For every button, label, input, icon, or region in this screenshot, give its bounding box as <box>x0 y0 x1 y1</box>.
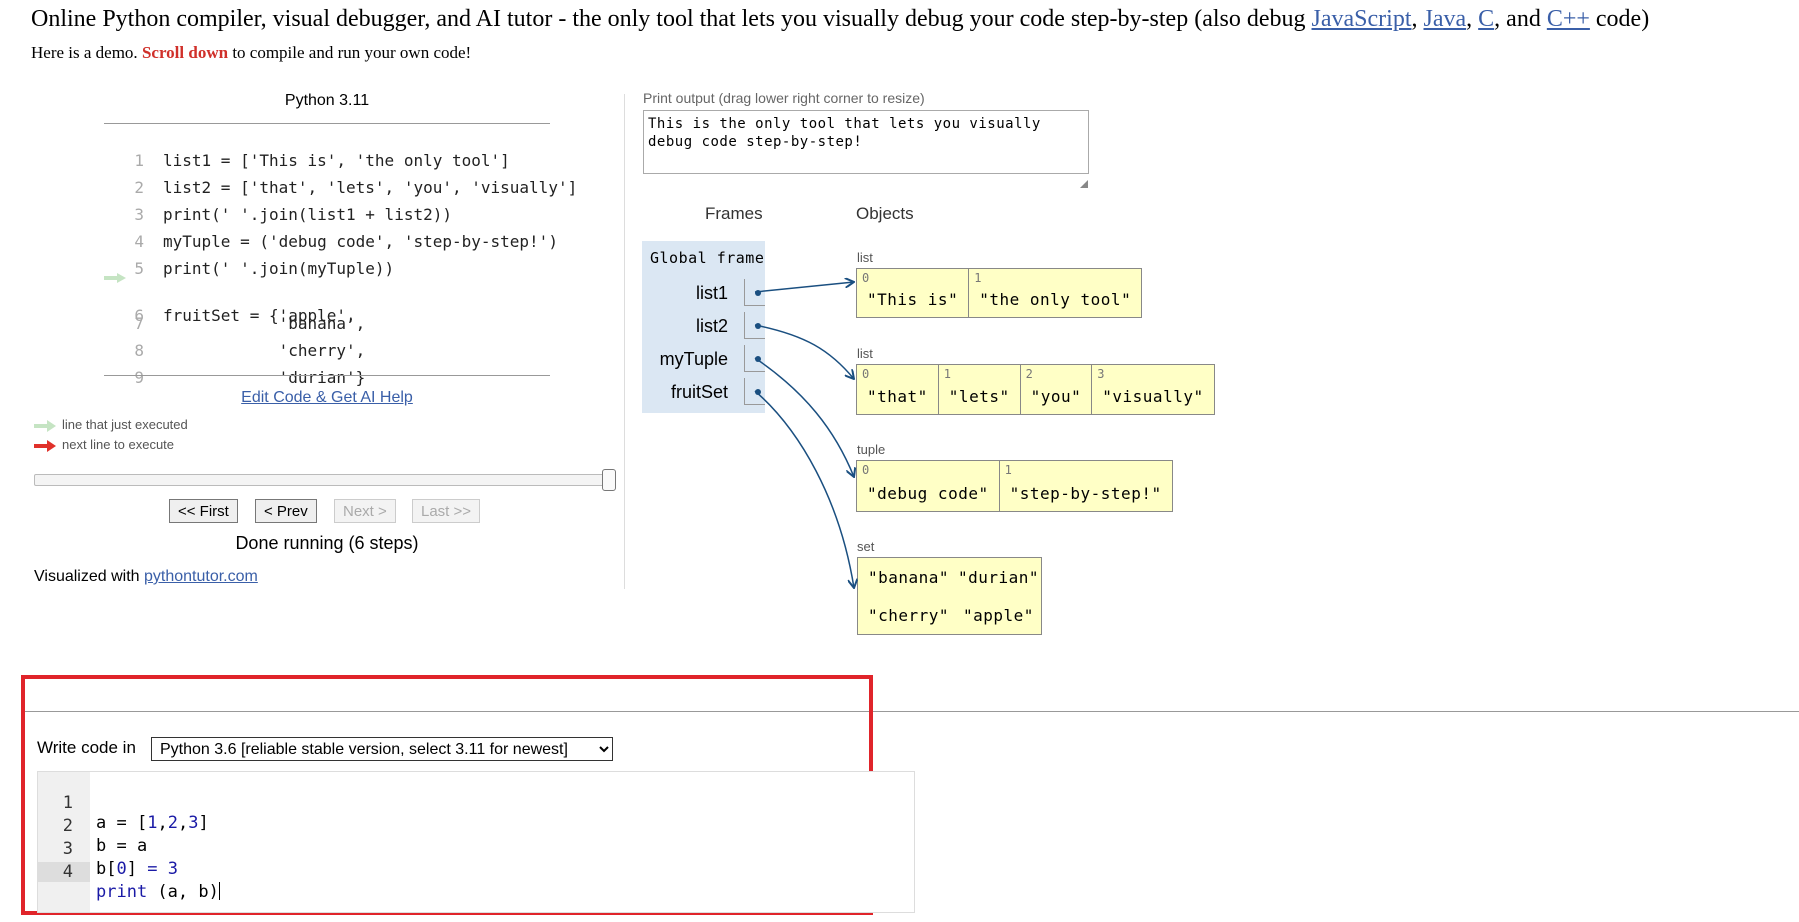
text-cursor <box>218 882 220 900</box>
link-c[interactable]: C <box>1478 6 1495 32</box>
next-button[interactable]: Next > <box>334 499 396 523</box>
pointer-dot <box>755 290 761 296</box>
editor-line[interactable]: 2 b = a <box>62 816 148 856</box>
section-divider <box>22 711 1799 712</box>
resize-grip-icon[interactable] <box>1080 180 1088 188</box>
link-java[interactable]: Java <box>1423 6 1467 32</box>
last-button[interactable]: Last >> <box>412 499 481 523</box>
first-button[interactable]: << First <box>169 499 238 523</box>
write-code-label: Write code in <box>37 738 136 757</box>
step-slider-handle[interactable] <box>602 469 616 491</box>
tuple-element: 1"step-by-step!" <box>998 461 1172 511</box>
list-object: 0"This is" 1"the only tool" <box>856 268 1143 318</box>
arrow-list1 <box>754 282 854 293</box>
page-title: Online Python compiler, visual debugger,… <box>31 6 1650 32</box>
editor-line[interactable]: 1 a = [1,2,3] <box>62 793 209 833</box>
frames-header: Frames <box>705 204 763 223</box>
list-element: 0"This is" <box>862 271 959 309</box>
var-mytuple: myTuple <box>659 349 728 369</box>
list-element: 3"visually" <box>1091 365 1213 414</box>
step-slider-track[interactable] <box>34 474 616 486</box>
tuple-object: 0"debug code" 1"step-by-step!" <box>856 460 1173 512</box>
editor-line-active[interactable]: 4 print (a, b) <box>38 842 914 902</box>
pointer-dot <box>755 356 761 362</box>
editor-gutter <box>38 772 90 912</box>
pointer-dot <box>755 323 761 329</box>
pythontutor-link[interactable]: pythontutor.com <box>143 568 258 585</box>
editor-code-text: a = [1,2,3] <box>96 813 209 833</box>
list-element: 1"lets" <box>937 365 1020 414</box>
code-top-divider <box>104 123 550 124</box>
var-pointer-cell <box>744 312 765 339</box>
tuple-element: 0"debug code" <box>862 463 989 503</box>
set-element: "banana" <box>868 568 950 587</box>
var-pointer-cell <box>744 378 765 405</box>
objects-header: Objects <box>856 204 914 223</box>
code-line: 8 'cherry', <box>134 341 366 360</box>
list-object: 0"that" 1"lets" 2"you" 3"visually" <box>856 364 1215 415</box>
prev-button[interactable]: < Prev <box>255 499 317 523</box>
var-list1: list1 <box>695 283 728 303</box>
object-type-label: list <box>857 346 873 361</box>
executed-arrow-icon <box>104 273 126 283</box>
link-javascript[interactable]: JavaScript <box>1311 6 1412 32</box>
editor-code-text: print (a, b) <box>96 882 220 902</box>
set-element: "cherry" <box>868 606 950 625</box>
editor-code-text: b[0] = 3 <box>96 859 178 879</box>
list-element: 0"that" <box>862 367 928 406</box>
arrow-mytuple <box>754 357 854 477</box>
editor-line[interactable]: 3 b[0] = 3 <box>62 839 178 879</box>
set-element: "durian" <box>958 568 1040 587</box>
code-language-label: Python 3.11 <box>284 92 370 109</box>
code-bottom-divider <box>104 375 550 376</box>
object-type-label: list <box>857 250 873 265</box>
run-status: Done running (6 steps) <box>235 533 419 553</box>
global-frame-title: Global frame <box>650 249 765 267</box>
scroll-down-emphasis: Scroll down <box>141 43 229 62</box>
visualized-with: Visualized with pythontutor.com <box>34 568 258 585</box>
demo-instructions: Here is a demo. Scroll down to compile a… <box>31 43 472 62</box>
language-select[interactable]: Python 3.6 [reliable stable version, sel… <box>151 737 613 761</box>
edit-code-link[interactable]: Edit Code & Get AI Help <box>241 389 413 406</box>
arrow-list2 <box>754 324 854 379</box>
code-line: 7 'banana', <box>134 314 366 333</box>
editor-code-text: b = a <box>96 836 148 856</box>
green-arrow-icon <box>34 420 56 432</box>
legend-next: next line to execute <box>34 437 174 452</box>
red-arrow-icon <box>34 440 56 452</box>
list-element: 1"the only tool" <box>968 269 1141 317</box>
legend-executed: line that just executed <box>34 417 188 432</box>
arrow-fruitset <box>754 390 854 588</box>
panel-divider <box>624 94 625 589</box>
object-type-label: set <box>857 539 875 554</box>
var-fruitset: fruitSet <box>670 382 728 402</box>
list-element: 2"you" <box>1019 365 1092 414</box>
print-output-label: Print output (drag lower right corner to… <box>643 90 925 106</box>
link-cpp[interactable]: C++ <box>1546 6 1590 32</box>
set-element: "apple" <box>963 606 1034 625</box>
var-pointer-cell <box>744 345 765 372</box>
var-list2: list2 <box>695 316 728 336</box>
global-frame: Global frame list1 list2 myTuple fruitSe… <box>642 241 765 413</box>
set-object: "banana" "durian" "cherry" "apple" <box>857 557 1042 635</box>
object-type-label: tuple <box>857 442 886 457</box>
pointer-dot <box>755 389 761 395</box>
var-pointer-cell <box>744 279 765 306</box>
code-editor[interactable]: 1 a = [1,2,3] 2 b = a 3 b[0] = 3 4 print… <box>37 771 915 913</box>
print-output-box[interactable]: This is the only tool that lets you visu… <box>643 110 1089 174</box>
code-line: 9 'durian'} <box>134 368 366 387</box>
